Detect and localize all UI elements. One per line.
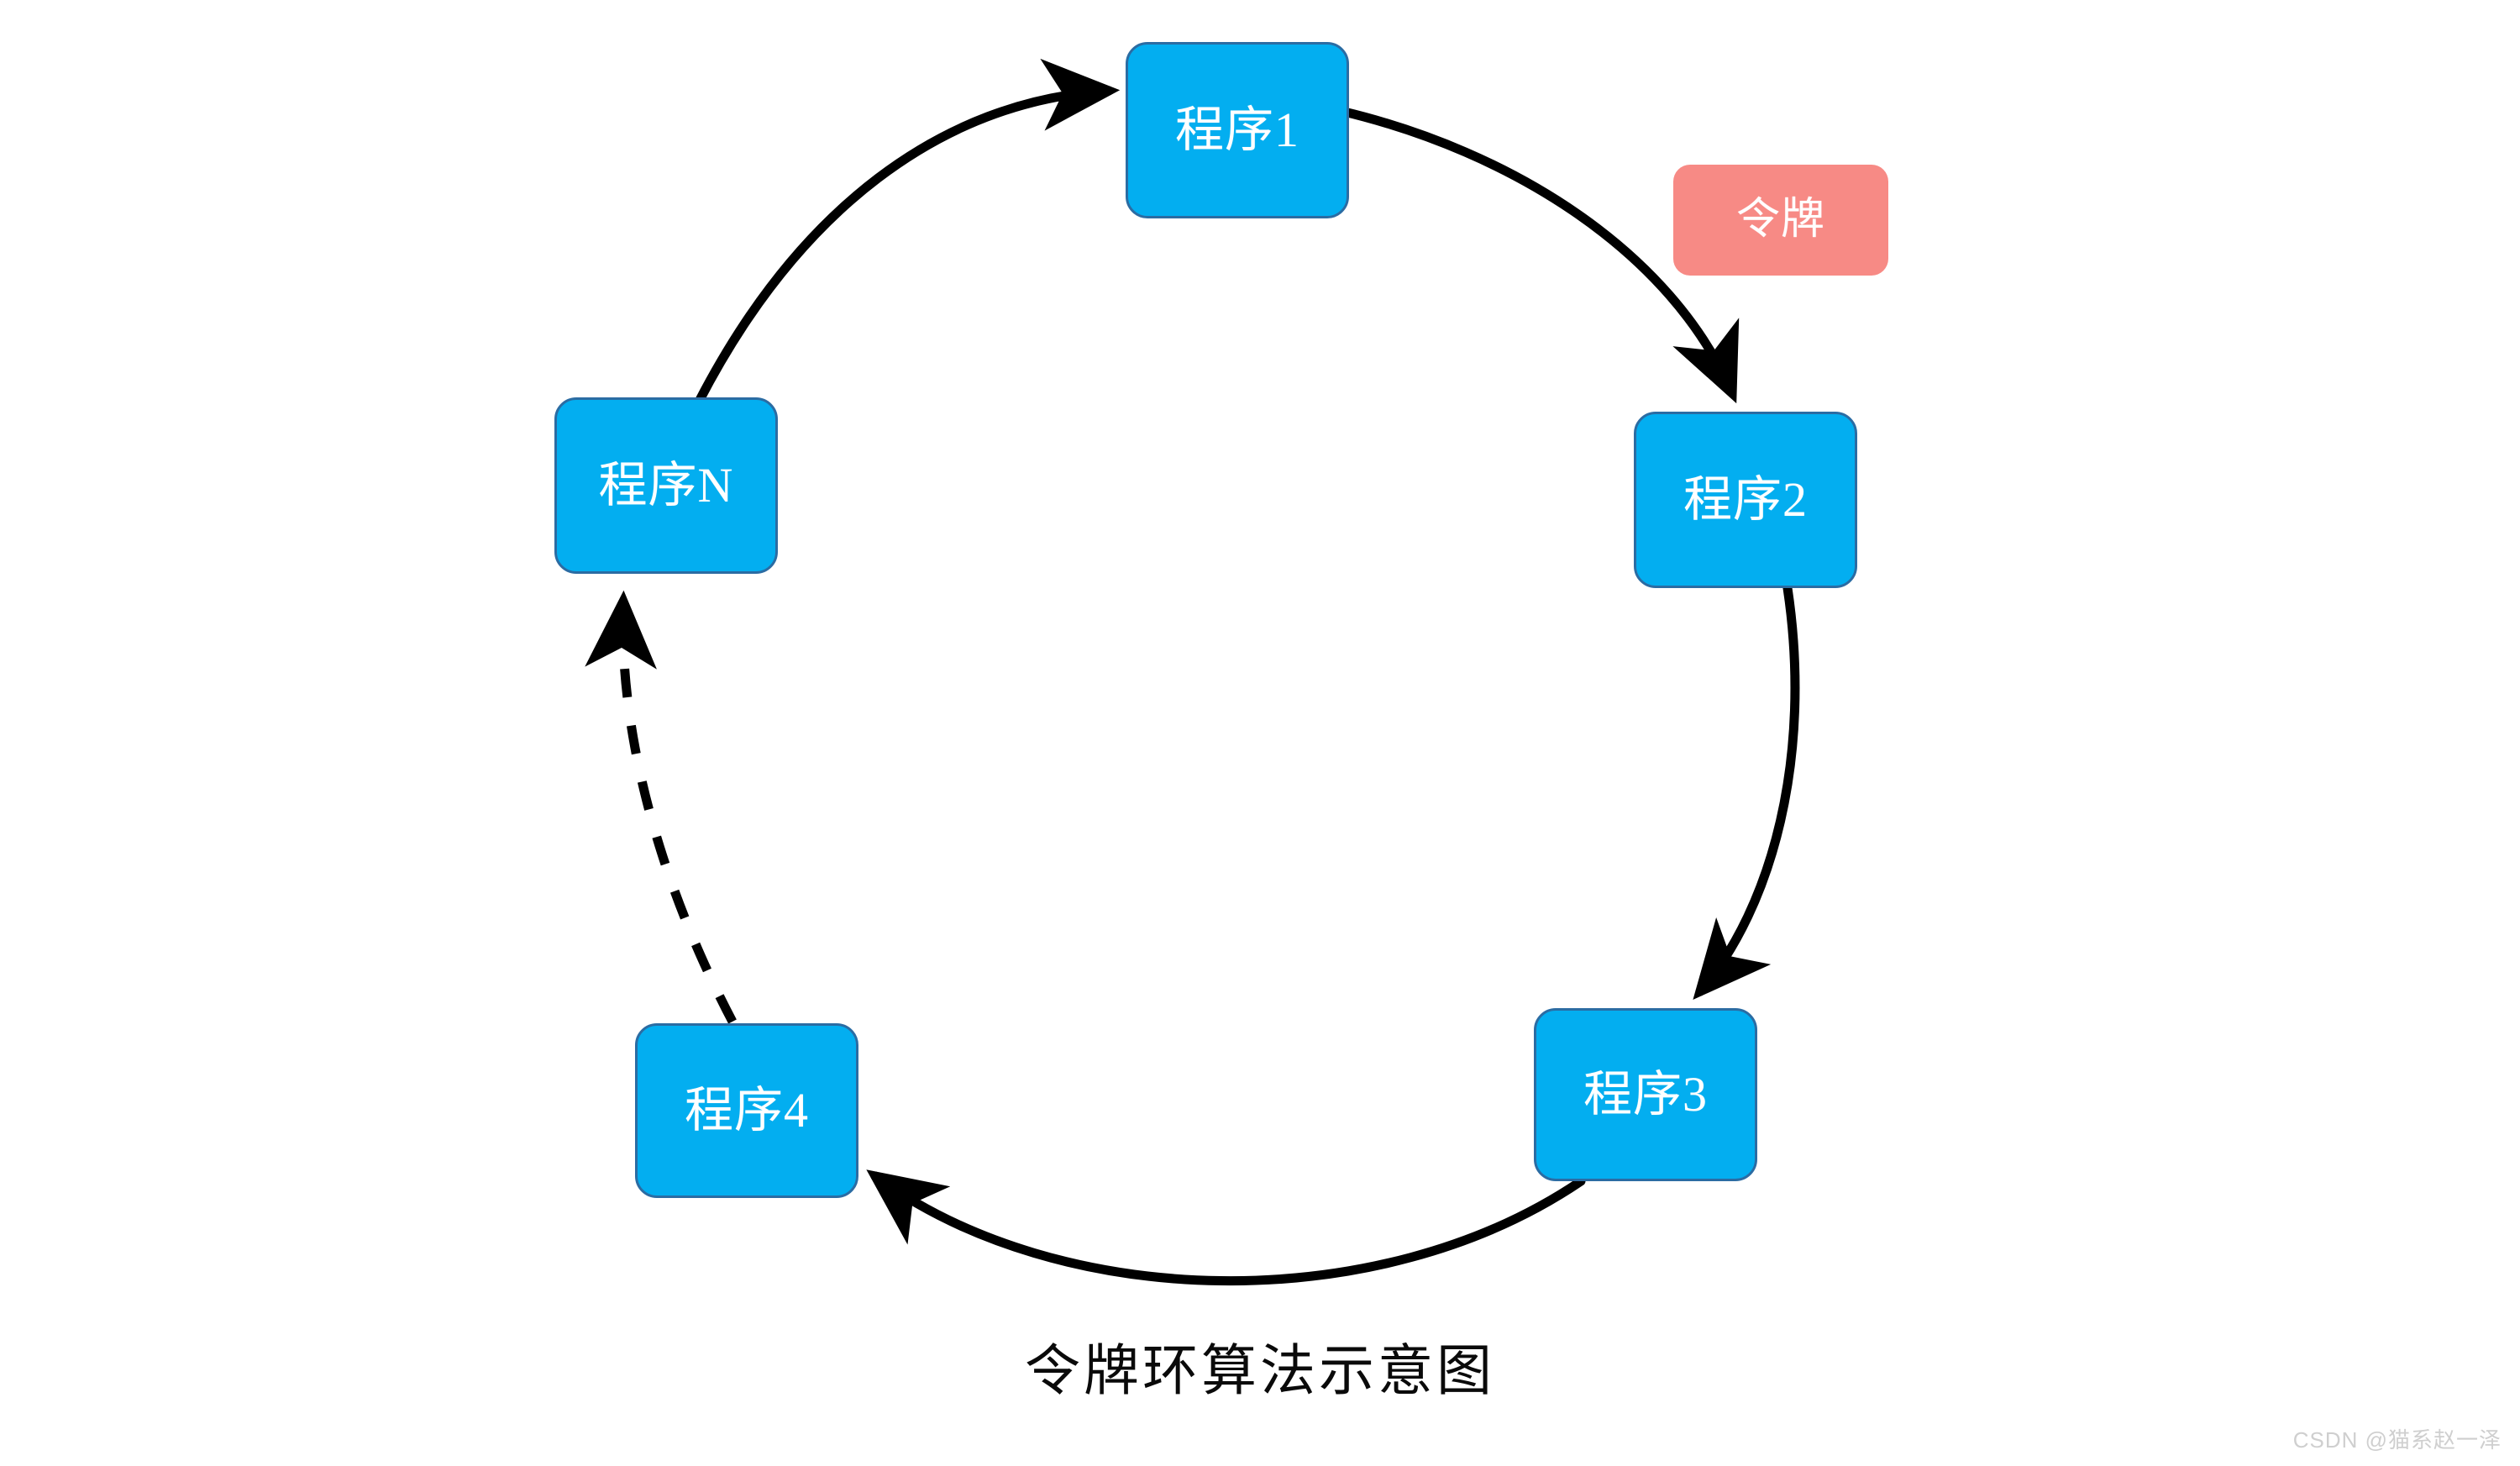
- node-program-4[interactable]: 程序4: [635, 1023, 858, 1198]
- node-program-n-label: 程序N: [598, 458, 734, 512]
- edge-program-n-to-program-1: [694, 58, 1121, 407]
- node-program-4-label: 程序4: [684, 1083, 809, 1138]
- node-program-2-label: 程序2: [1683, 472, 1808, 527]
- node-program-1[interactable]: 程序1: [1126, 42, 1349, 218]
- node-token-label: 令牌: [1735, 196, 1825, 244]
- edge-program-2-to-program-3: [1693, 583, 1800, 1001]
- diagram-caption: 令牌环算法示意图: [1025, 1341, 1495, 1402]
- edge-program-3-to-program-4: [866, 1169, 1586, 1286]
- watermark: CSDN @猫系赵一泽: [2292, 1427, 2502, 1453]
- node-program-3-label: 程序3: [1583, 1067, 1708, 1122]
- node-program-3[interactable]: 程序3: [1534, 1008, 1757, 1181]
- node-program-1-label: 程序1: [1174, 102, 1299, 157]
- node-token[interactable]: 令牌: [1673, 165, 1888, 276]
- edge-program-4-to-program-n: [585, 590, 737, 1024]
- node-program-n[interactable]: 程序N: [554, 397, 778, 574]
- node-program-2[interactable]: 程序2: [1634, 412, 1857, 588]
